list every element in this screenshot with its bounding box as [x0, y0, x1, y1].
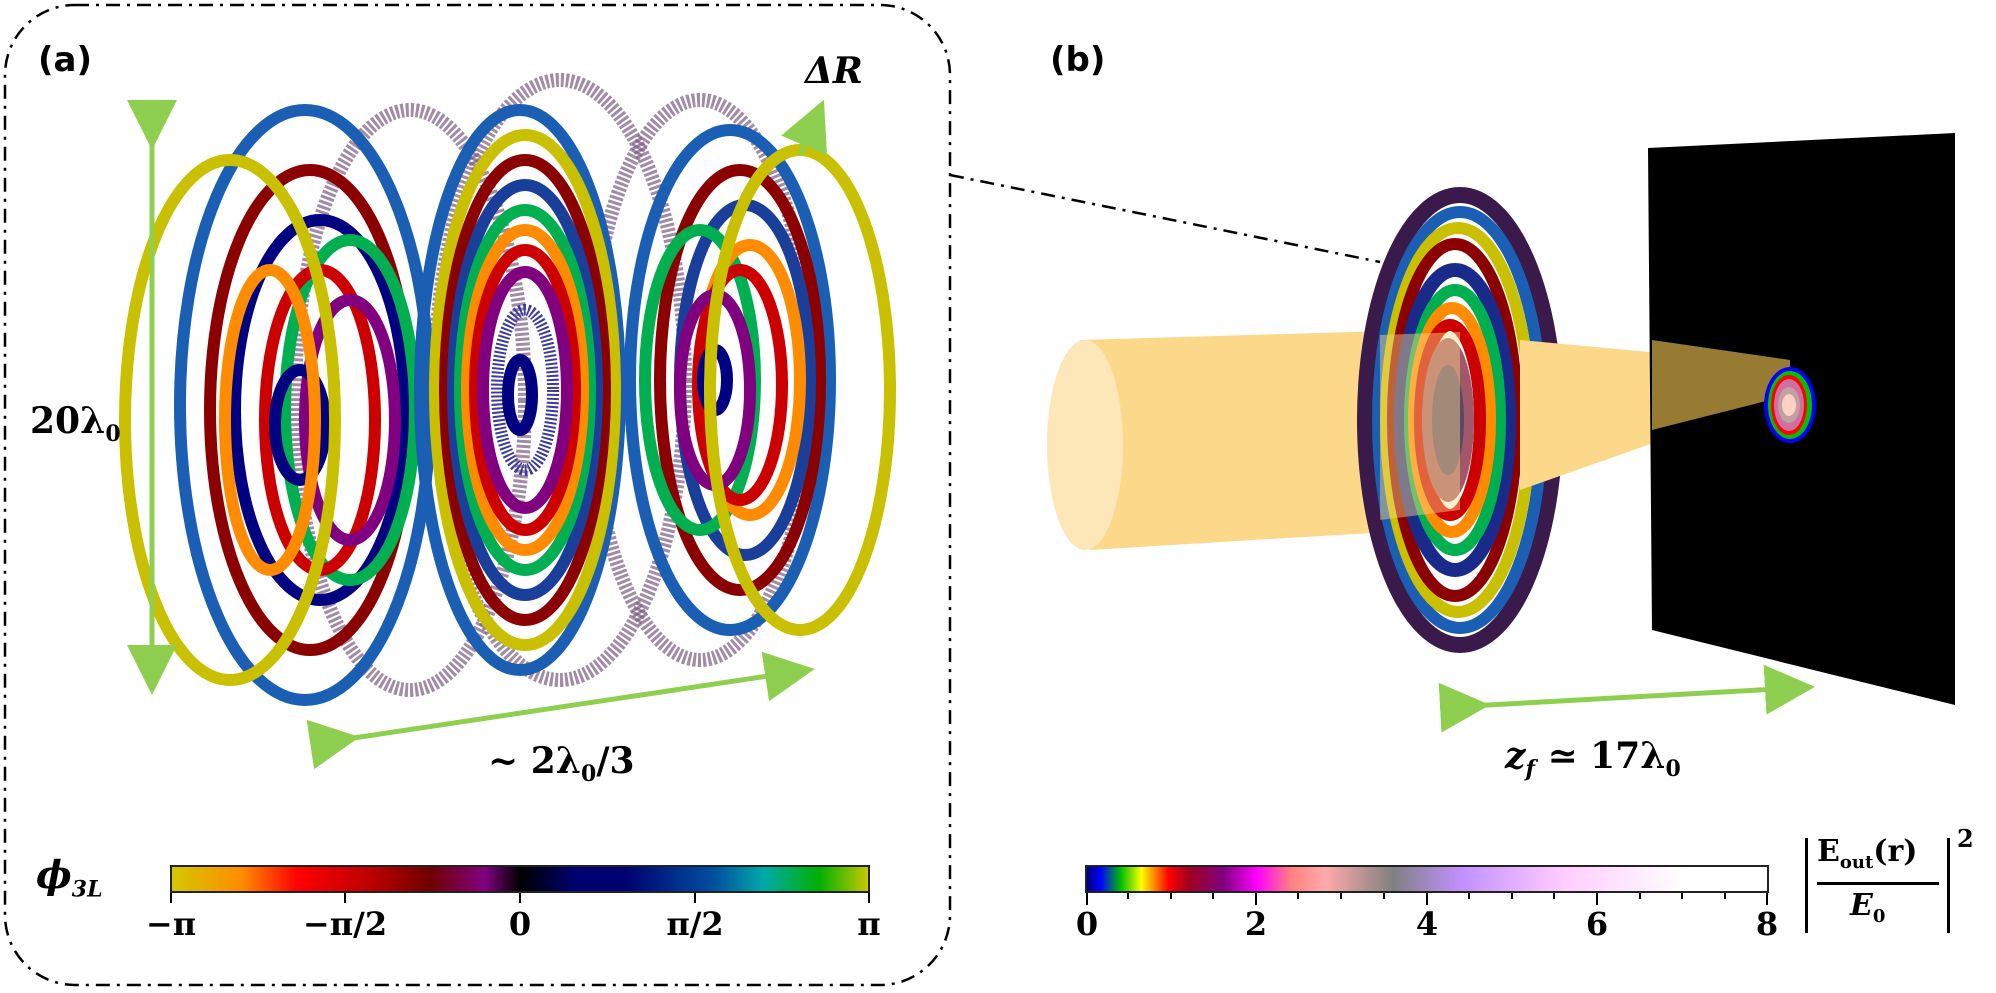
- delta-r-arrow: [781, 99, 828, 156]
- panel-a-label: (a): [38, 40, 93, 80]
- focal-spot: [1764, 367, 1816, 443]
- intensity-tick-3: 6: [1585, 905, 1609, 943]
- focal-length-label: zf ≃ 17λ0: [1505, 735, 1681, 783]
- phase-tick-4: π: [857, 905, 881, 943]
- height-label: 20λ0: [30, 400, 121, 448]
- intensity-colorbar: [1085, 865, 1769, 893]
- fraction-bar: [1817, 882, 1939, 885]
- width-arrow: [306, 651, 815, 770]
- intensity-label-denominator: E0: [1850, 888, 1886, 927]
- intensity-tick-0: 0: [1075, 905, 1099, 943]
- intensity-tick-4: 8: [1755, 905, 1779, 943]
- focal-length-arrow: [1438, 664, 1815, 733]
- intensity-label-numerator: Eout(r): [1817, 834, 1918, 873]
- intensity-label-exponent: 2: [1957, 824, 1974, 853]
- intensity-colorbar-label: Eout(r) E0 2: [1805, 824, 1990, 940]
- incident-beam: [1080, 330, 1420, 550]
- width-label: ~ 2λ0/3: [488, 740, 635, 788]
- panel-b-label: (b): [1050, 40, 1106, 80]
- phase-colorbar: [170, 865, 870, 893]
- phase-tick-1: −π/2: [302, 905, 388, 943]
- intensity-tick-2: 4: [1415, 905, 1439, 943]
- metalens: [1357, 187, 1563, 653]
- intensity-tick-1: 2: [1244, 905, 1268, 943]
- phase-tick-3: π/2: [666, 905, 724, 943]
- beam-face: [1047, 340, 1123, 550]
- phase-tick-0: −π: [145, 905, 197, 943]
- delta-r-label: ΔR: [805, 50, 863, 92]
- phase-tick-2: 0: [508, 905, 532, 943]
- phase-colorbar-label: ϕ3L: [36, 852, 103, 903]
